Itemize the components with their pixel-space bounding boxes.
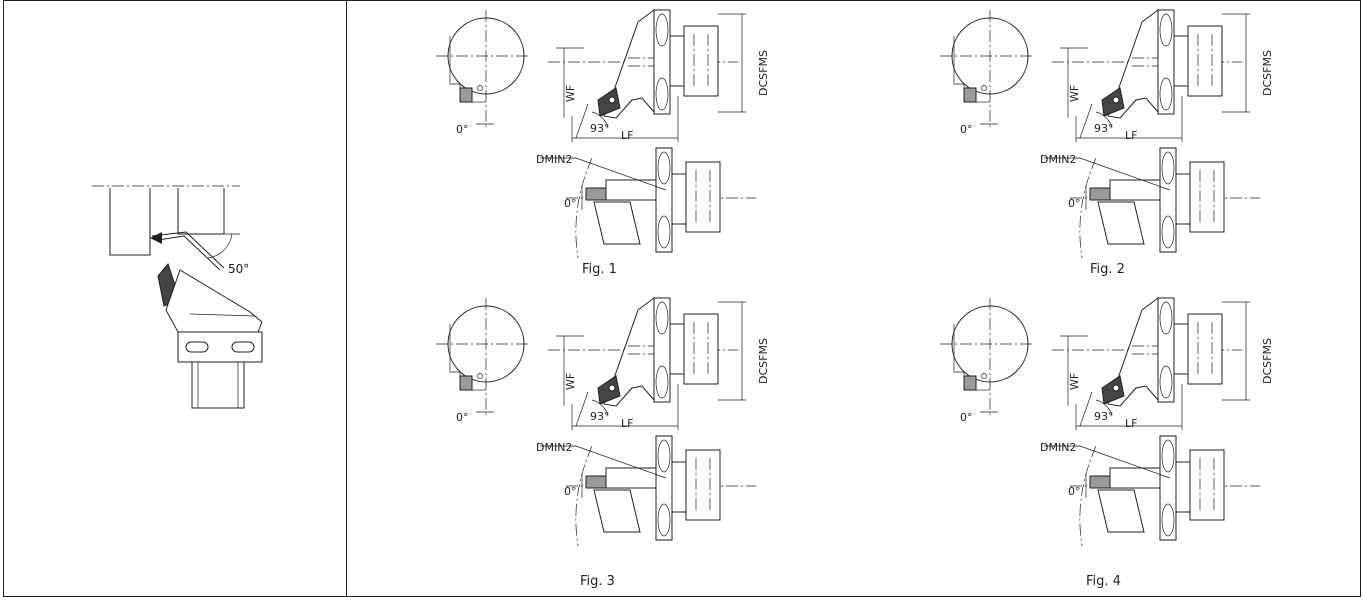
fig1-dim-lf: LF [621,129,633,142]
fig1-dim-dmin2: DMIN2 [536,153,572,166]
fig4-dim-wf: WF [1068,373,1081,390]
workpiece-left-wall [109,188,151,256]
fig1-dim-dcsfms: DCSFMS [757,50,770,96]
fig4-angle-lead: 93° [1094,410,1114,423]
fig2-dim-dmin2: DMIN2 [1040,153,1076,166]
fig2-dim-wf: WF [1068,85,1081,102]
angle-arc [207,233,233,259]
feed-arrow-head [150,232,162,244]
fig3-angle-zero-2: 0° [564,485,577,498]
fig1-angle-zero: 0° [456,123,469,136]
overview-shank [191,361,245,409]
fig4-angle-zero-2: 0° [1068,485,1081,498]
fig2-dim-dcsfms: DCSFMS [1261,50,1274,96]
overview-diagram: 50° [92,185,263,409]
fig2-angle-lead: 93° [1094,122,1114,135]
fig3-angle-lead: 93° [590,410,610,423]
figure-1-labels: 0° WF 93° LF DCSFMS DMIN2 0° Fig. 1 [456,50,770,277]
fig3-dim-lf: LF [621,417,633,430]
overview-flange-slot-left [185,341,209,353]
fig1-angle-zero-2: 0° [564,197,577,210]
feed-path [151,231,225,269]
overview-holder-body [165,269,263,333]
fig4-angle-zero: 0° [960,411,973,424]
fig1-angle-lead: 93° [590,122,610,135]
fig3-caption: Fig. 3 [580,574,615,589]
fig4-caption: Fig. 4 [1086,574,1121,589]
overview-flange-slot-right [231,341,255,353]
fig4-dim-dcsfms: DCSFMS [1261,338,1274,384]
fig3-dim-dcsfms: DCSFMS [757,338,770,384]
fig4-dim-lf: LF [1125,417,1137,430]
figure-4-labels: 0° WF 93° LF DCSFMS DMIN2 0° Fig. 4 [960,338,1274,589]
outer-frame [3,0,1361,597]
overview-holder-edge [189,313,257,317]
figure-3-labels: 0° WF 93° LF DCSFMS DMIN2 0° Fig. 3 [456,338,770,589]
workpiece-right-wall [177,188,225,235]
figure-2-labels: 0° WF 93° LF DCSFMS DMIN2 0° Fig. 2 [960,50,1274,277]
fig1-dim-wf: WF [564,85,577,102]
fig3-dim-dmin2: DMIN2 [536,441,572,454]
fig3-dim-wf: WF [564,373,577,390]
fig2-caption: Fig. 2 [1090,262,1125,277]
fig2-angle-zero: 0° [960,123,973,136]
fig2-dim-lf: LF [1125,129,1137,142]
overview-angle-label: 50° [228,262,249,276]
fig1-caption: Fig. 1 [582,262,617,277]
fig2-angle-zero-2: 0° [1068,197,1081,210]
feed-path-inner [157,235,221,271]
fig3-angle-zero: 0° [456,411,469,424]
fig4-dim-dmin2: DMIN2 [1040,441,1076,454]
